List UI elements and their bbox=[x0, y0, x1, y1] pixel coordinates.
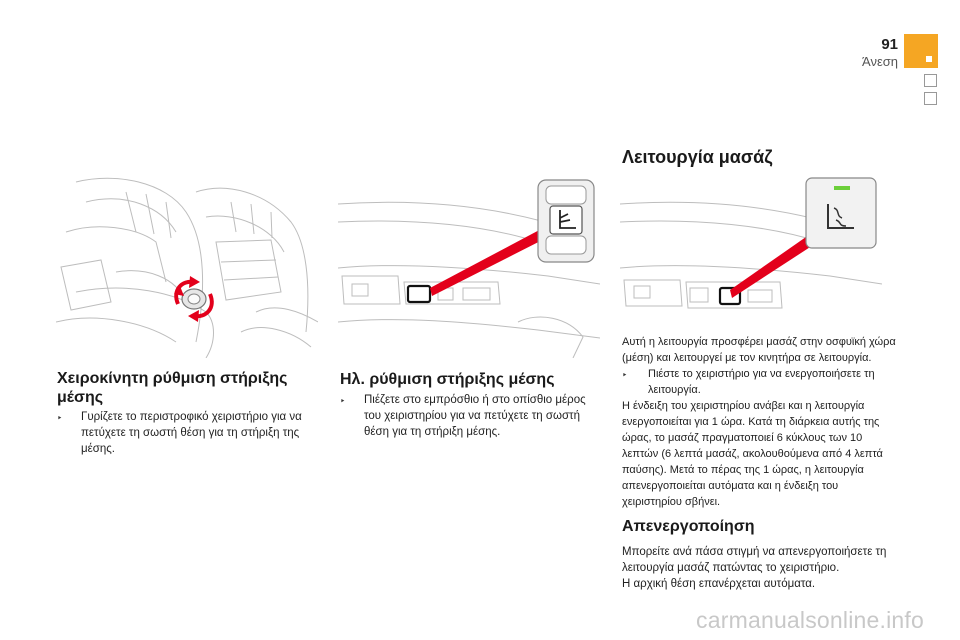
manual-lumbar-text: Γυρίζετε το περιστροφικό χειριστήριο για… bbox=[81, 411, 302, 455]
massage-title: Λειτουργία μασάζ bbox=[622, 147, 773, 167]
chapter-title: Άνεση bbox=[862, 54, 898, 69]
arrow-bullet-icon: ‣ bbox=[622, 370, 628, 380]
page-number: 91 bbox=[881, 36, 898, 53]
deactivation-title: Απενεργοποίηση bbox=[622, 518, 755, 535]
arrow-bullet-icon: ‣ bbox=[57, 413, 63, 423]
rotary-knob-icon bbox=[174, 276, 214, 322]
massage-instruction: ‣ Πιέστε το χειριστήριο για να ενεργοποι… bbox=[622, 366, 898, 398]
massage-details: Η ένδειξη του χειριστηρίου ανάβει και η … bbox=[622, 400, 883, 508]
manual-lumbar-instruction: ‣ Γυρίζετε το περιστροφικό χειριστήριο γ… bbox=[57, 409, 317, 457]
door-switch-illustration bbox=[338, 179, 600, 358]
switch-highlight-icon bbox=[406, 284, 432, 304]
chapter-tab[interactable] bbox=[924, 92, 937, 105]
electric-lumbar-text: Πιέζετε στο εμπρόσθιο ή στο οπίσθιο μέρο… bbox=[364, 394, 586, 438]
chapter-tab[interactable] bbox=[924, 74, 937, 87]
electric-lumbar-instruction: ‣ Πιέζετε στο εμπρόσθιο ή στο οπίσθιο μέ… bbox=[340, 392, 602, 440]
massage-instruction-text: Πιέστε το χειριστήριο για να ενεργοποιήσ… bbox=[648, 368, 875, 396]
massage-intro: Αυτή η λειτουργία προσφέρει μασάζ στην ο… bbox=[622, 336, 896, 364]
seat-knob-illustration bbox=[56, 177, 318, 358]
deactivation-text: Μπορείτε ανά πάσα στιγμή να απενεργοποιή… bbox=[622, 546, 887, 574]
lumbar-switch-icon bbox=[537, 179, 595, 263]
tab-marker-icon bbox=[926, 56, 932, 62]
deactivation-note: Η αρχική θέση επανέρχεται αυτόματα. bbox=[622, 578, 816, 590]
manual-lumbar-title: Χειροκίνητη ρύθμιση στήριξης μέσης bbox=[57, 370, 288, 406]
arrow-bullet-icon: ‣ bbox=[340, 396, 346, 406]
massage-switch-illustration bbox=[620, 177, 882, 309]
massage-button-icon bbox=[805, 177, 877, 249]
deactivation-body: Μπορείτε ανά πάσα στιγμή να απενεργοποιή… bbox=[622, 544, 898, 592]
chapter-tab-active[interactable] bbox=[904, 34, 938, 68]
watermark: carmanualsonline.info bbox=[696, 607, 924, 633]
electric-lumbar-title: Ηλ. ρύθμιση στήριξης μέσης bbox=[340, 371, 555, 388]
massage-body: Αυτή η λειτουργία προσφέρει μασάζ στην ο… bbox=[622, 334, 898, 510]
